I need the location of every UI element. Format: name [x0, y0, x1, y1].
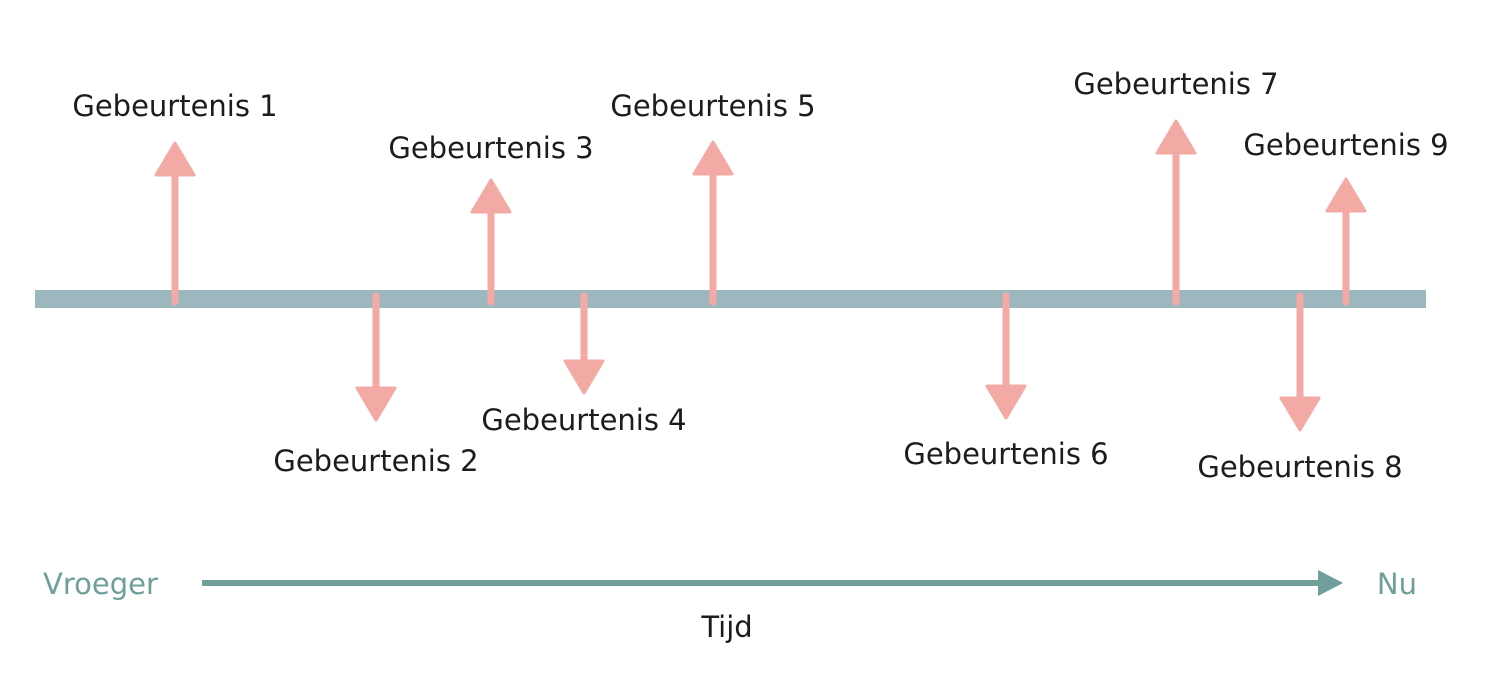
event-label-4: Gebeurtenis 4	[481, 403, 686, 437]
event-label-6: Gebeurtenis 6	[903, 437, 1108, 471]
time-axis-arrowhead	[1318, 570, 1343, 596]
event-arrow-3	[470, 178, 512, 306]
event-label-9: Gebeurtenis 9	[1243, 128, 1448, 162]
event-arrow-1	[154, 141, 196, 306]
event-arrow-2	[355, 292, 397, 422]
time-axis-label: Tijd	[700, 610, 752, 644]
event-arrow-6	[985, 292, 1027, 420]
event-label-8: Gebeurtenis 8	[1197, 450, 1402, 484]
event-label-3: Gebeurtenis 3	[388, 131, 593, 165]
event-arrow-5	[692, 140, 734, 306]
time-start-label: Vroeger	[43, 567, 158, 601]
event-arrow-7	[1155, 119, 1197, 306]
timeline-bar	[35, 290, 1426, 308]
event-label-2: Gebeurtenis 2	[273, 444, 478, 478]
event-arrow-8	[1279, 292, 1321, 432]
event-label-1: Gebeurtenis 1	[72, 89, 277, 123]
event-label-7: Gebeurtenis 7	[1073, 67, 1278, 101]
event-arrow-9	[1325, 177, 1367, 306]
event-label-5: Gebeurtenis 5	[610, 89, 815, 123]
event-arrows	[154, 119, 1367, 432]
event-arrow-4	[563, 292, 605, 395]
time-end-label: Nu	[1377, 567, 1417, 601]
